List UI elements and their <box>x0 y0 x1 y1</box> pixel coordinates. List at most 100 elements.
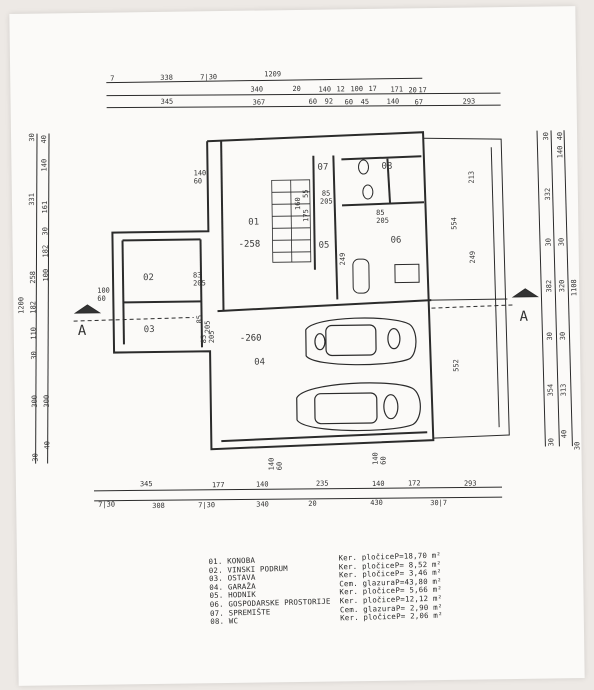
dim-text: 85 <box>322 190 331 198</box>
dim-text: 85 <box>196 315 204 324</box>
dim-text: 100 <box>42 269 50 282</box>
dim-text: 552 <box>452 359 460 372</box>
dim-text: 177 <box>212 481 225 489</box>
top-dim-line-3 <box>106 104 501 109</box>
dim-text: 249 <box>469 251 477 264</box>
dim-text: 205 <box>320 197 333 205</box>
dim-text: 40 <box>556 132 564 141</box>
car-top <box>305 317 417 366</box>
dim-text: 258 <box>29 271 37 284</box>
right-dim-line-1 <box>536 130 546 447</box>
dim-text: 320 <box>558 280 566 293</box>
dim-text: 12 <box>336 85 345 93</box>
dim-text: 83 <box>193 271 202 279</box>
dim-text: 55 <box>302 189 310 198</box>
dim-text: 30 <box>545 238 553 247</box>
dim-text: 17 <box>418 86 427 94</box>
dim-text: 30 <box>573 442 581 451</box>
dim-text: 140 <box>387 98 400 106</box>
bathtub <box>352 258 370 294</box>
building-outline <box>111 131 435 451</box>
dim-text: 20 <box>308 500 317 508</box>
room-tag-03: 03 <box>144 325 155 335</box>
dim-text: 235 <box>316 480 329 488</box>
right-dim-line-2 <box>550 130 560 447</box>
dim-text: 308 <box>152 502 165 510</box>
bottom-dim-line-1 <box>93 486 502 492</box>
dim-text: 60 <box>345 98 354 106</box>
dim-text: 60 <box>194 177 203 185</box>
car-bottom <box>296 382 421 432</box>
dim-text: 205 <box>208 330 216 343</box>
dim-text: 30 <box>546 332 554 341</box>
dim-text: 20 <box>408 86 417 94</box>
dim-text: 213 <box>468 171 476 184</box>
right-dim-line-3 <box>563 130 573 447</box>
room-tag-07: 07 <box>317 163 328 173</box>
dim-text: 1108 <box>570 279 578 296</box>
room-tag-01: 01 <box>248 218 259 228</box>
bottom-dim-line-2 <box>94 496 503 502</box>
dim-text: 30 <box>28 133 36 142</box>
left-dim-line-1 <box>35 133 38 464</box>
dim-text: 30 <box>41 227 49 236</box>
dim-text: 30 <box>558 238 566 247</box>
dim-text: 367 <box>253 98 266 106</box>
dim-text: 85 <box>376 209 385 217</box>
dim-text: 7|30 <box>200 73 217 81</box>
dim-text: 338 <box>160 74 173 82</box>
dim-text: 85 <box>200 335 208 344</box>
dim-text: 30 <box>30 351 38 360</box>
dim-text: 345 <box>140 480 153 488</box>
dim-text: 30|7 <box>430 499 447 507</box>
dim-text: 313 <box>560 384 568 397</box>
dim-text: 205 <box>204 321 212 334</box>
dim-text: 140 <box>371 452 379 465</box>
dim-text: 160 <box>294 197 302 210</box>
dim-text: 1200 <box>17 297 25 314</box>
dim-text: 60 <box>276 462 284 471</box>
dim-text: 110 <box>30 327 38 340</box>
dim-text: 171 <box>390 85 403 93</box>
dim-text: 7|30 <box>98 501 115 509</box>
staircase <box>271 179 312 263</box>
wc-fixture <box>358 159 370 175</box>
dim-text: 92 <box>325 97 334 105</box>
dim-text: 354 <box>547 384 555 397</box>
drawing-sheet: 7 338 7|30 340 1209 20 140 12 100 17 171… <box>9 6 585 686</box>
dim-text: 140 <box>40 159 48 172</box>
dim-text: 67 <box>415 98 424 106</box>
dim-text: 140 <box>556 146 564 159</box>
level-mark: -260 <box>240 333 262 343</box>
dim-text: 140 <box>372 480 385 488</box>
dim-text: 30 <box>559 332 567 341</box>
room-tag-05: 05 <box>319 241 330 251</box>
dim-text: 340 <box>256 500 269 508</box>
section-arrow-right-icon <box>511 288 539 298</box>
dim-text: 45 <box>361 98 370 106</box>
dim-text: 30 <box>31 453 39 462</box>
dim-text: 172 <box>408 479 421 487</box>
section-marker-right: A <box>520 309 529 325</box>
top-dim-line-2 <box>106 92 501 97</box>
left-dim-line-2 <box>47 133 50 464</box>
dim-text: 161 <box>41 201 49 214</box>
floor-plan-drawing: 7 338 7|30 340 1209 20 140 12 100 17 171… <box>17 70 581 510</box>
dim-text: 140 <box>268 458 276 471</box>
dim-text: 60 <box>309 98 318 106</box>
terrace-outline <box>423 137 510 439</box>
dim-text: 175 <box>302 209 310 222</box>
dim-text: 40 <box>43 441 51 450</box>
dim-text: 40 <box>560 430 568 439</box>
dim-text: 30 <box>547 438 555 447</box>
room-tag-08: 08 <box>381 162 392 172</box>
room-tag-04: 04 <box>254 357 265 367</box>
dim-text: 182 <box>42 245 50 258</box>
dim-text: 20 <box>292 85 301 93</box>
section-line-left <box>73 316 194 322</box>
top-dim-line-1 <box>106 77 423 84</box>
dim-text: 340 <box>250 85 263 93</box>
dim-text: 331 <box>28 193 36 206</box>
section-marker-left: A <box>78 323 87 339</box>
legend-area: P= 2,06 m² <box>396 610 443 622</box>
